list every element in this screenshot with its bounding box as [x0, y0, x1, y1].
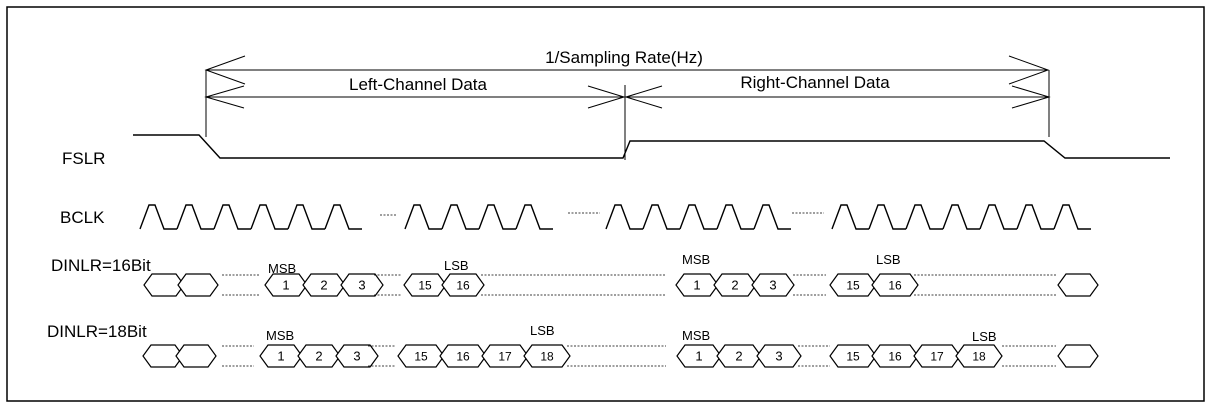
- bclk-pulse: [250, 204, 288, 230]
- din18-msb-left: MSB: [266, 328, 294, 343]
- din16-idle: [1057, 273, 1099, 297]
- din16-right-bit-1-text: 1: [693, 278, 700, 293]
- din18-left-bit-15-text: 15: [414, 350, 428, 364]
- bclk-pulse: [605, 204, 643, 230]
- din18-right-bit-1-text: 1: [695, 349, 702, 364]
- din16-left-bit-2-text: 2: [320, 278, 327, 293]
- din16-idle: [177, 273, 219, 297]
- bclk-pulse: [905, 204, 943, 230]
- din18-idle: [1057, 344, 1099, 368]
- din18-right-bit-3: [756, 344, 802, 368]
- din16-lsb-left: LSB: [444, 258, 469, 273]
- bclk-pulse: [287, 204, 325, 230]
- bclk-pulse: [642, 204, 680, 230]
- bclk-pulse: [478, 204, 516, 230]
- din18-left-bit-3-text: 3: [353, 349, 360, 364]
- din16-right-bit-2-text: 2: [731, 278, 738, 293]
- din16-waveform: 1 2 3 15 16 1 2 3 15 16: [143, 273, 1099, 297]
- bclk-pulse: [942, 204, 980, 230]
- din18-right-bit-16-text: 16: [888, 350, 902, 364]
- sampling-rate-label: 1/Sampling Rate(Hz): [545, 48, 703, 67]
- bclk-pulse: [1053, 204, 1091, 230]
- din18-left-bit-17-text: 17: [498, 350, 512, 364]
- din16-right-bit-15-text: 15: [846, 279, 860, 293]
- bclk-pulse: [213, 204, 251, 230]
- din18-label: DINLR=18Bit: [47, 322, 147, 341]
- din16-right-bit-16: [871, 273, 919, 297]
- din18-lsb-left: LSB: [530, 323, 555, 338]
- din18-right-bit-18: [955, 344, 1003, 368]
- din18-right-bit-18-text: 18: [972, 350, 986, 364]
- din16-right-bit-16-text: 16: [888, 279, 902, 293]
- din18-left-bit-1-text: 1: [277, 349, 284, 364]
- din16-label: DINLR=16Bit: [51, 256, 151, 275]
- din16-right-bit-3-text: 3: [769, 278, 776, 293]
- din18-right-bit-17-text: 17: [930, 350, 944, 364]
- din16-left-bit-16-text: 16: [456, 279, 470, 293]
- din18-idle: [175, 344, 217, 368]
- din16-right-bit-3: [751, 273, 795, 297]
- bclk-pulse: [441, 204, 479, 230]
- fslr-label: FSLR: [62, 149, 105, 168]
- din16-msb-right: MSB: [682, 252, 710, 267]
- din18-left-bit-18: [523, 344, 571, 368]
- diagram-frame: [6, 6, 1205, 402]
- din18-right-bit-15-text: 15: [846, 350, 860, 364]
- bclk-pulse: [139, 204, 177, 230]
- bclk-pulse: [679, 204, 717, 230]
- bclk-pulse: [716, 204, 754, 230]
- din18-right-bit-3-text: 3: [775, 349, 782, 364]
- din18-lsb-right: LSB: [972, 329, 997, 344]
- din16-left-bit-15-text: 15: [418, 279, 432, 293]
- din16-left-bit-3: [340, 273, 384, 297]
- bclk-pulse: [979, 204, 1017, 230]
- bclk-pulse: [515, 204, 553, 230]
- din16-left-bit-3-text: 3: [358, 278, 365, 293]
- din16-left-bit-1-text: 1: [282, 278, 289, 293]
- bclk-pulse: [404, 204, 442, 230]
- din18-right-bit-2-text: 2: [735, 349, 742, 364]
- din16-lsb-right: LSB: [876, 252, 901, 267]
- bclk-waveform: [139, 204, 1091, 230]
- fslr-waveform: [133, 134, 1170, 159]
- din18-msb-right: MSB: [682, 328, 710, 343]
- right-channel-label: Right-Channel Data: [740, 73, 890, 92]
- din18-left-bit-3: [335, 344, 379, 368]
- din18-left-bit-18-text: 18: [540, 350, 554, 364]
- bclk-pulse: [176, 204, 214, 230]
- bclk-label: BCLK: [60, 208, 105, 227]
- bclk-pulse: [324, 204, 362, 230]
- bclk-pulse: [753, 204, 791, 230]
- din18-left-bit-16-text: 16: [456, 350, 470, 364]
- din16-left-bit-16: [441, 273, 485, 297]
- bclk-pulse: [831, 204, 869, 230]
- din18-left-bit-2-text: 2: [315, 349, 322, 364]
- bclk-pulse: [868, 204, 906, 230]
- din16-msb-left: MSB: [268, 261, 296, 276]
- din18-waveform: 1 2 3 15 16 17 18 1 2 3 15 16 17 18: [142, 344, 1099, 368]
- left-channel-label: Left-Channel Data: [349, 75, 488, 94]
- bclk-pulse: [1016, 204, 1054, 230]
